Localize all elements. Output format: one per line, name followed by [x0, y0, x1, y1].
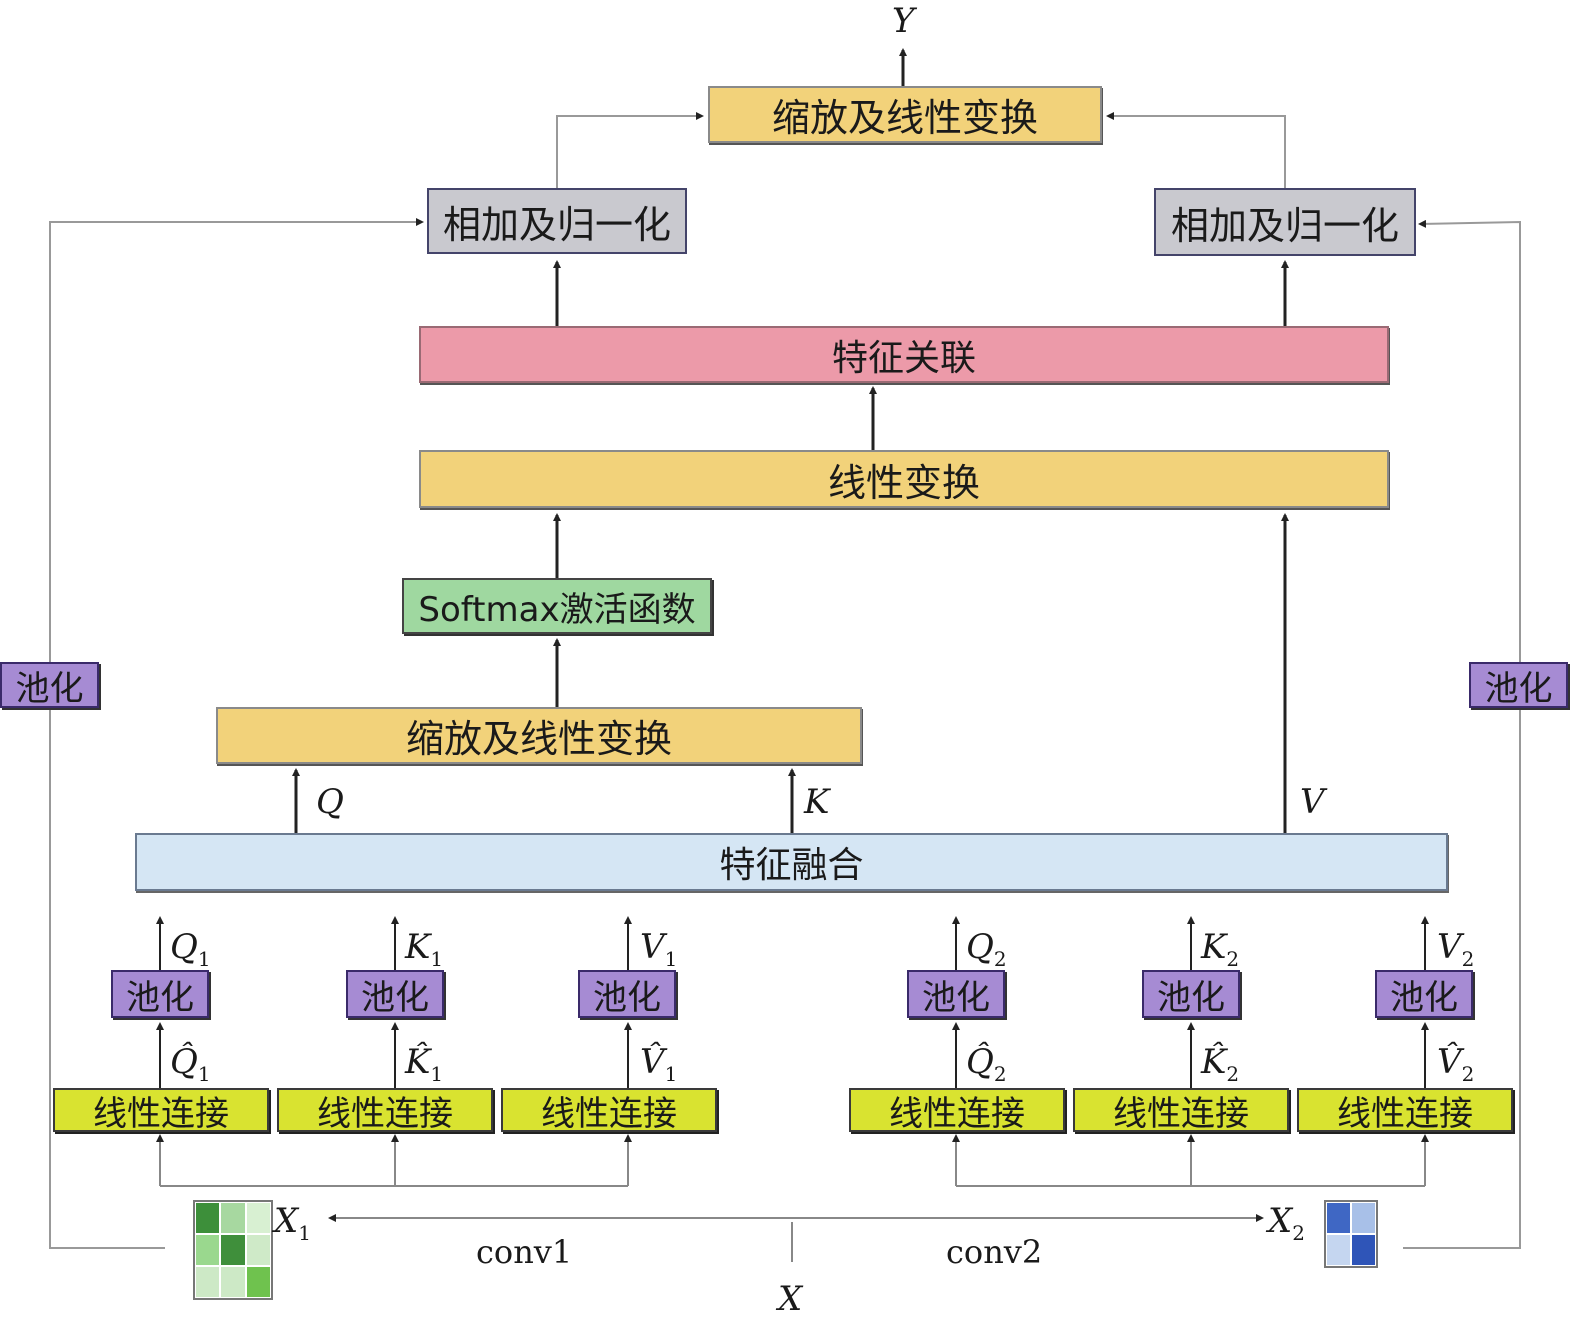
- linear-connect-box: 线性连接: [849, 1088, 1065, 1134]
- grid-cell: [220, 1234, 246, 1266]
- linear-transform-box: 线性变换: [419, 450, 1389, 508]
- linear-connect-box: 线性连接: [277, 1088, 493, 1134]
- conv1-label: conv1: [476, 1233, 573, 1271]
- branch-in-label: K̂1: [405, 1042, 444, 1086]
- side-pool-right-box: 池化: [1469, 662, 1568, 709]
- top-scale-transform-box: 缩放及线性变换: [708, 86, 1102, 143]
- branch-out-label: Q2: [966, 927, 1007, 971]
- linear-connect-box: 线性连接: [1297, 1088, 1513, 1134]
- branch-in-label: V̂2: [1437, 1042, 1475, 1086]
- linear-connect-box: 线性连接: [501, 1088, 717, 1134]
- feature-fusion-box: 特征融合: [135, 833, 1448, 891]
- k-label: K: [804, 782, 830, 822]
- branch-out-label: K2: [1201, 927, 1240, 971]
- add-norm-right-box: 相加及归一化: [1154, 188, 1416, 256]
- grid-cell: [245, 1234, 271, 1266]
- grid-cell: [1351, 1234, 1376, 1266]
- x-input-label: X: [778, 1279, 803, 1319]
- branch-in-label: V̂1: [640, 1042, 678, 1086]
- output-y-label: Y: [892, 1, 915, 41]
- branch-pool-box: 池化: [346, 970, 444, 1018]
- conv2-label: conv2: [946, 1233, 1043, 1271]
- grid-cell: [220, 1266, 246, 1298]
- softmax-box: Softmax激活函数: [402, 578, 712, 634]
- x1-label: X1: [274, 1201, 311, 1245]
- grid-cell: [220, 1202, 246, 1234]
- grid-cell: [245, 1266, 271, 1298]
- branch-pool-box: 池化: [907, 970, 1005, 1018]
- grid-cell: [195, 1266, 221, 1298]
- x2-label: X2: [1268, 1201, 1305, 1245]
- grid-cell: [1326, 1234, 1351, 1266]
- v-label: V: [1300, 782, 1325, 822]
- branch-in-label: K̂2: [1201, 1042, 1240, 1086]
- branch-pool-box: 池化: [578, 970, 676, 1018]
- x2-feature-grid: [1324, 1200, 1378, 1268]
- grid-cell: [1326, 1202, 1351, 1234]
- grid-cell: [245, 1202, 271, 1234]
- branch-pool-box: 池化: [111, 970, 209, 1018]
- scale-linear-transform-box: 缩放及线性变换: [216, 707, 862, 764]
- grid-cell: [195, 1202, 221, 1234]
- grid-cell: [1351, 1202, 1376, 1234]
- feature-association-box: 特征关联: [419, 326, 1389, 383]
- branch-in-label: Q̂1: [170, 1042, 211, 1086]
- grid-cell: [195, 1234, 221, 1266]
- linear-connect-box: 线性连接: [1073, 1088, 1289, 1134]
- branch-in-label: Q̂2: [966, 1042, 1007, 1086]
- branch-out-label: K1: [405, 927, 444, 971]
- branch-out-label: V1: [640, 927, 678, 971]
- branch-out-label: V2: [1437, 927, 1475, 971]
- x1-feature-grid: [193, 1200, 273, 1300]
- add-norm-left-box: 相加及归一化: [427, 188, 687, 254]
- branch-pool-box: 池化: [1142, 970, 1240, 1018]
- branch-pool-box: 池化: [1375, 970, 1473, 1018]
- side-pool-left-box: 池化: [0, 662, 99, 709]
- linear-connect-box: 线性连接: [53, 1088, 269, 1134]
- branch-out-label: Q1: [170, 927, 211, 971]
- q-label: Q: [316, 782, 344, 822]
